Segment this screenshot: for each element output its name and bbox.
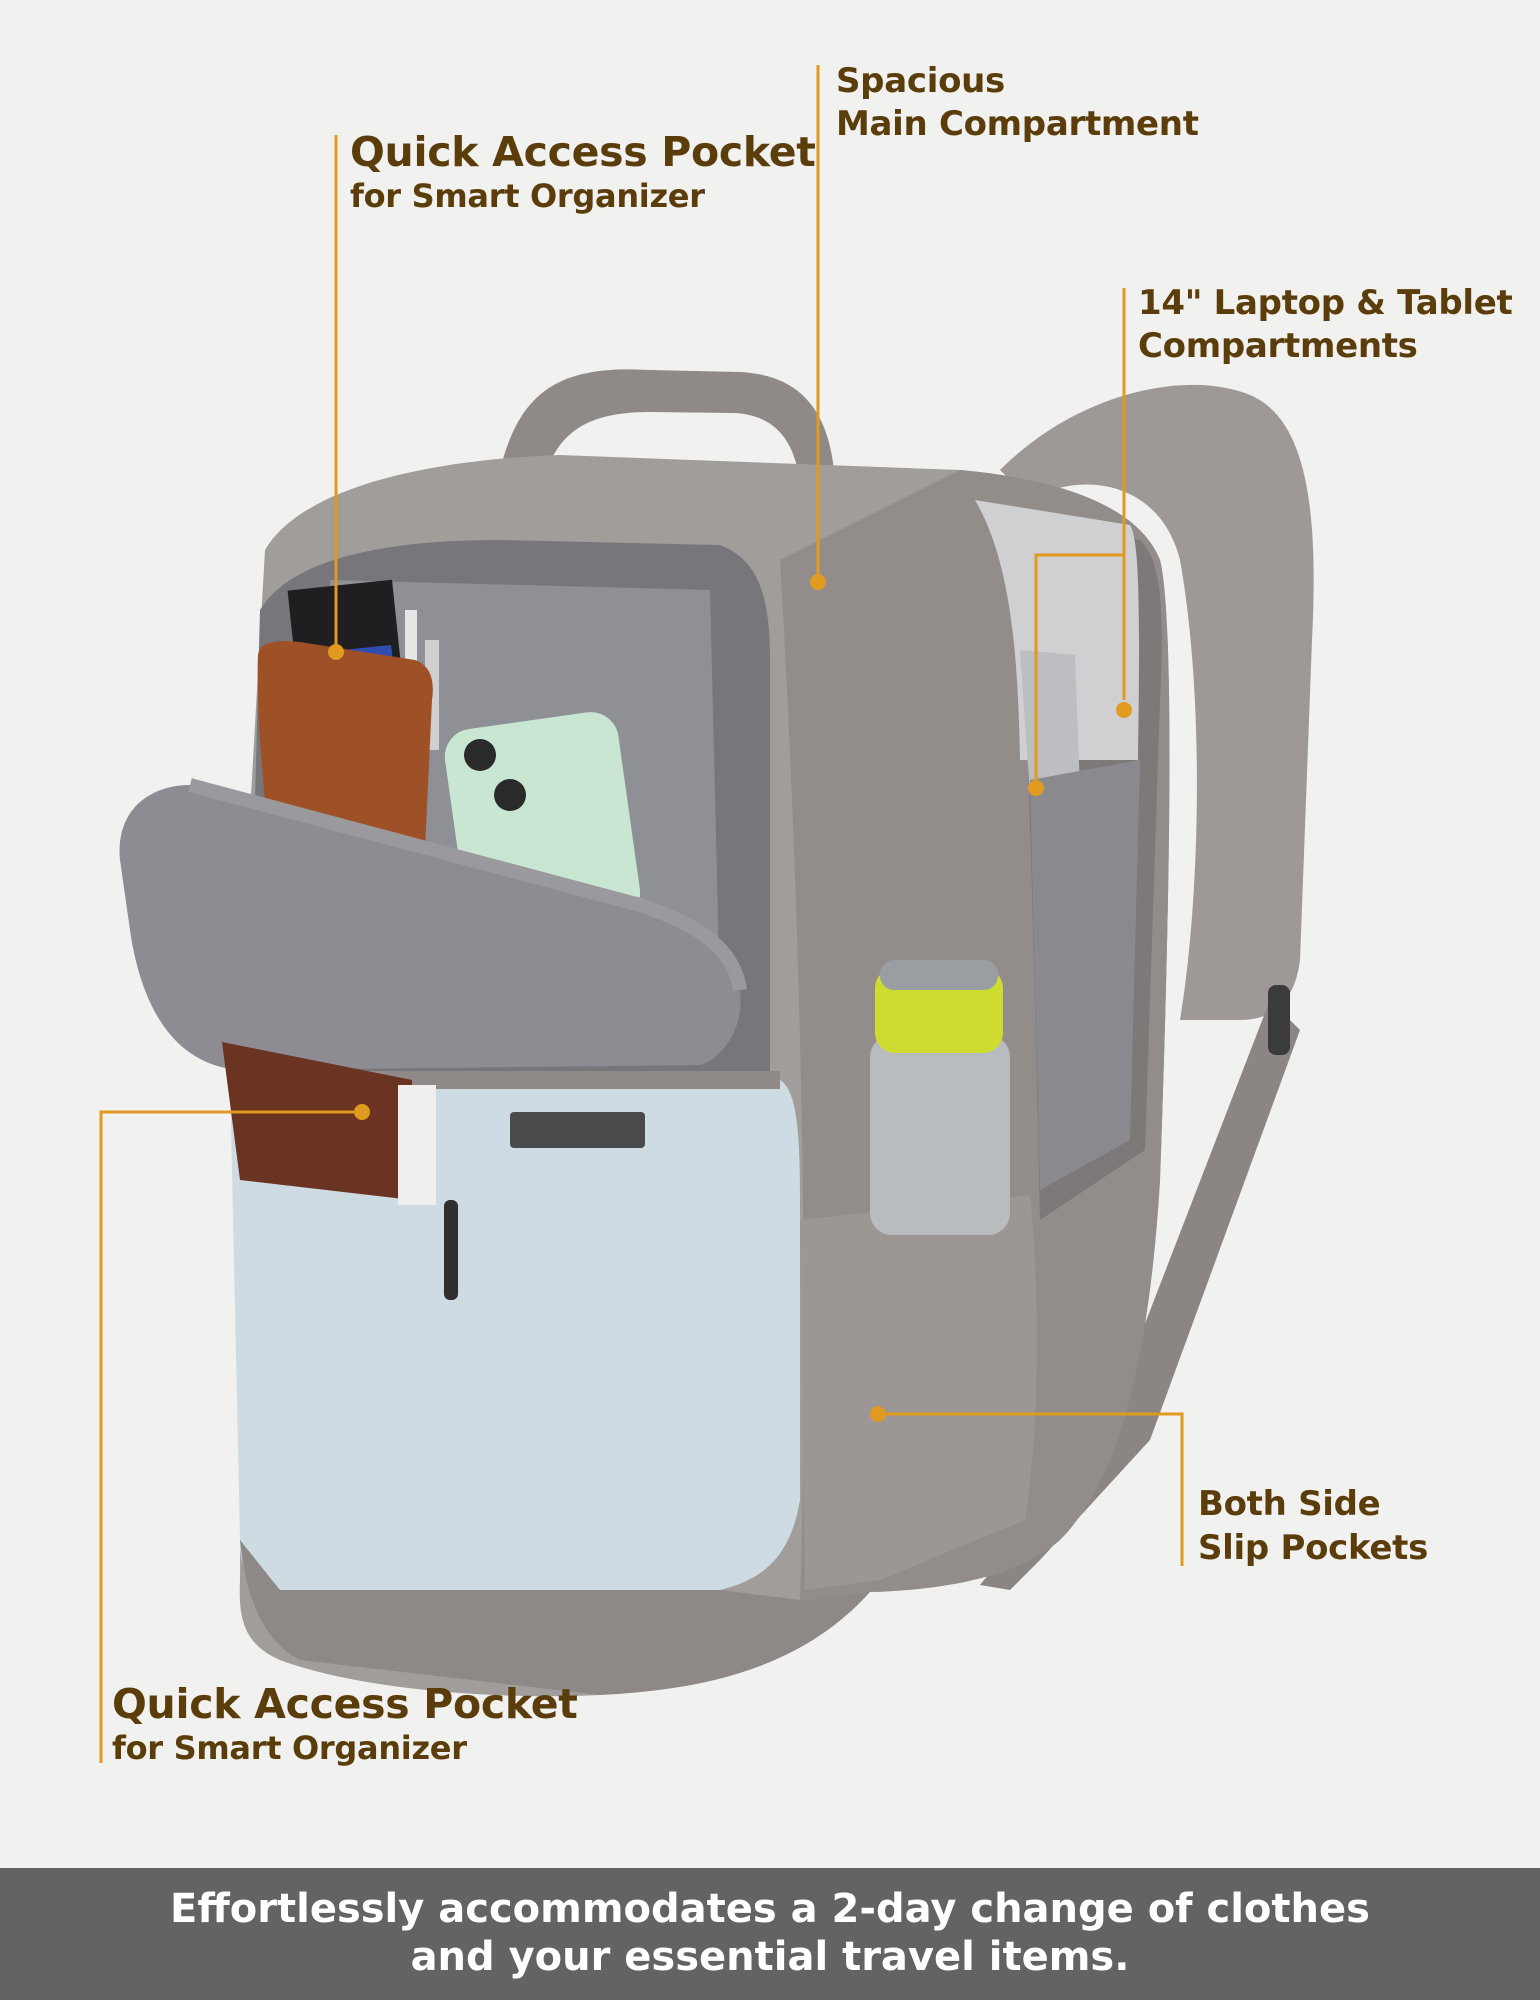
bottle-lid: [880, 960, 998, 990]
callout-dots: [328, 574, 1132, 1422]
laptop: [975, 500, 1140, 760]
callout-line-2: Slip Pockets: [1198, 1528, 1429, 1568]
bag-bottom: [240, 1540, 870, 1695]
banner-line-1: Effortlessly accommodates a 2-day change…: [170, 1886, 1370, 1932]
callout-quick-access-pocket-top: Quick Access Pocket for Smart Organizer: [350, 128, 816, 216]
callout-quick-access-pocket-bottom: Quick Access Pocket for Smart Organizer: [112, 1680, 578, 1768]
flap-edge: [188, 778, 747, 992]
caption-banner: Effortlessly accommodates a 2-day change…: [0, 1868, 1540, 2000]
callout-title: Quick Access Pocket: [112, 1680, 578, 1728]
notebook: [398, 1085, 436, 1205]
strap-buckle: [1268, 985, 1290, 1055]
leather-wallet: [257, 641, 433, 850]
callout-subtitle: for Smart Organizer: [112, 1729, 467, 1767]
zipper-pull: [444, 1200, 458, 1300]
laptop-pocket-lining: [1030, 760, 1140, 1190]
water-bottle: [870, 1035, 1010, 1235]
callout-line-1: Both Side: [1198, 1484, 1381, 1524]
side-slip-pocket: [800, 1195, 1037, 1590]
shoulder-strap: [1000, 384, 1314, 1020]
passport: [222, 1042, 412, 1200]
callout-laptop-tablet-compartments: 14" Laptop & Tablet Compartments: [1138, 282, 1513, 368]
brand-label: [510, 1112, 645, 1148]
callout-main-compartment: Spacious Main Compartment: [836, 60, 1199, 146]
callout-side-slip-pockets: Both Side Slip Pockets: [1198, 1482, 1428, 1570]
callout-lines: [99, 65, 1184, 1763]
callout-line-2: Compartments: [1138, 326, 1418, 366]
callout-line-1: Spacious: [836, 61, 1005, 101]
camera-lens: [494, 779, 526, 811]
callout-line-2: Main Compartment: [836, 104, 1199, 144]
banner-line-2: and your essential travel items.: [410, 1934, 1130, 1980]
callout-title: Quick Access Pocket: [350, 128, 816, 176]
callout-subtitle: for Smart Organizer: [350, 177, 705, 215]
top-handle: [500, 369, 835, 485]
front-pocket-flap: [119, 785, 741, 1070]
shoulder-strap-webbing: [980, 1000, 1300, 1590]
camera-lens: [464, 739, 496, 771]
callout-line-1: 14" Laptop & Tablet: [1138, 283, 1513, 323]
front-panel: [230, 1080, 800, 1590]
